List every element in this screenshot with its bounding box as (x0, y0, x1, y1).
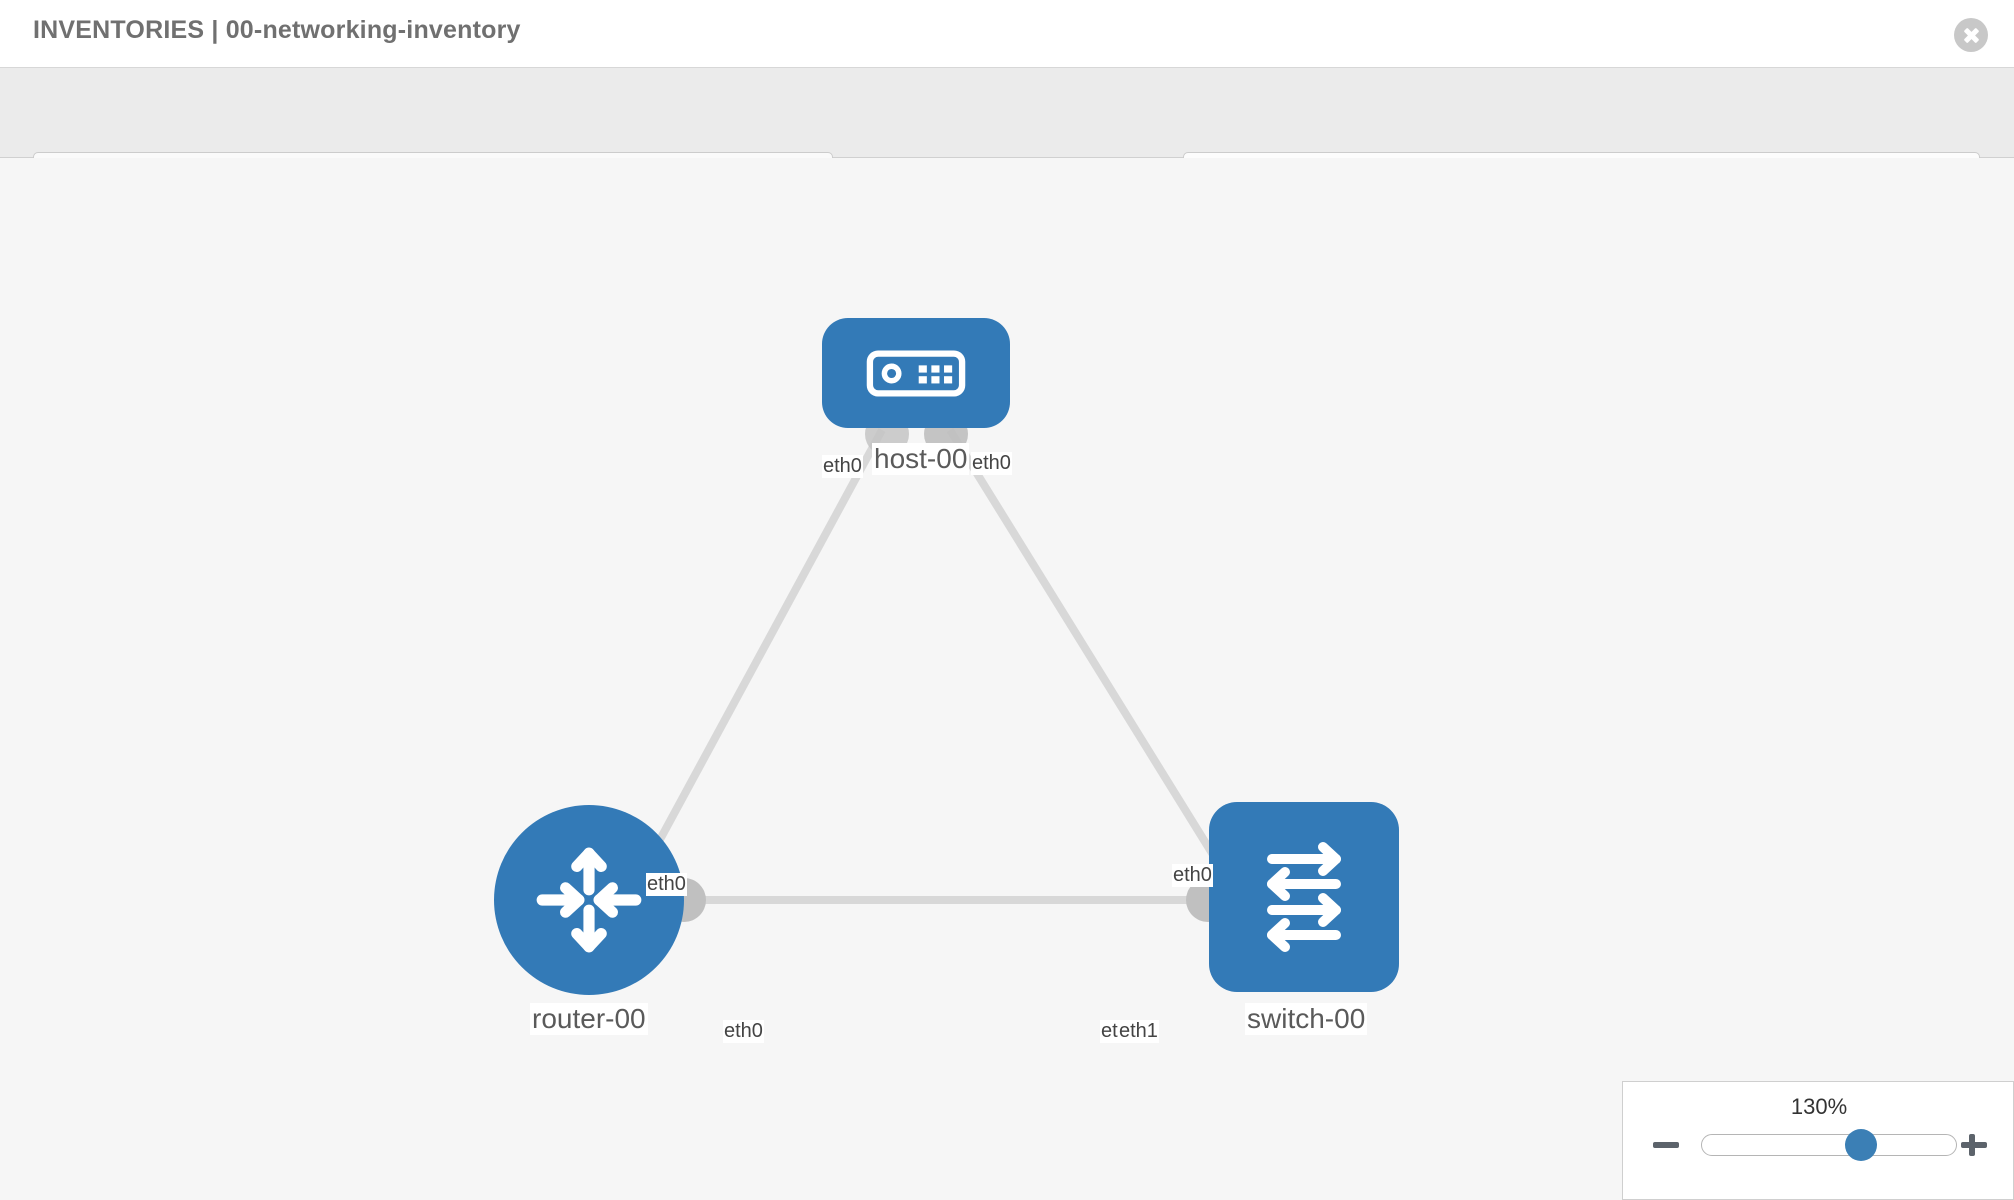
router-icon (536, 847, 642, 953)
topology-edges (646, 412, 1254, 922)
interface-label-host-router: eth0 (822, 455, 863, 478)
page-header: INVENTORIES | 00-networking-inventory (0, 0, 2014, 68)
interface-label-switch-router: eth1 (1118, 1020, 1159, 1043)
zoom-in-button[interactable] (1959, 1130, 1989, 1160)
topology-canvas[interactable]: host-00 router-00 switch-00 eth0 eth0 et… (0, 158, 2014, 1200)
switch-icon (1267, 842, 1341, 952)
topology-node-switch-00[interactable] (1209, 802, 1399, 992)
toolbar: ACTIONS SEARCH (0, 68, 2014, 210)
topology-node-label-host-00: host-00 (872, 443, 970, 475)
interface-label-host-switch: eth0 (971, 452, 1012, 475)
server-icon (866, 349, 966, 397)
topology-node-label-router-00: router-00 (530, 1003, 648, 1035)
interface-label-router-host: eth0 (646, 873, 687, 896)
zoom-control-panel: 130% (1622, 1081, 2014, 1200)
zoom-slider-thumb[interactable] (1845, 1129, 1877, 1161)
interface-label-switch-host: eth0 (1172, 864, 1213, 887)
zoom-slider-track[interactable] (1701, 1134, 1957, 1156)
topology-node-router-00[interactable] (494, 805, 684, 995)
page-title: INVENTORIES | 00-networking-inventory (33, 16, 521, 44)
topology-node-host-00[interactable] (822, 318, 1010, 428)
zoom-level-label: 130% (1790, 1094, 1848, 1119)
interface-label-router-switch: eth0 (723, 1020, 764, 1043)
close-icon[interactable] (1954, 18, 1988, 52)
zoom-out-button[interactable] (1651, 1130, 1681, 1160)
topology-node-label-switch-00: switch-00 (1245, 1003, 1368, 1035)
